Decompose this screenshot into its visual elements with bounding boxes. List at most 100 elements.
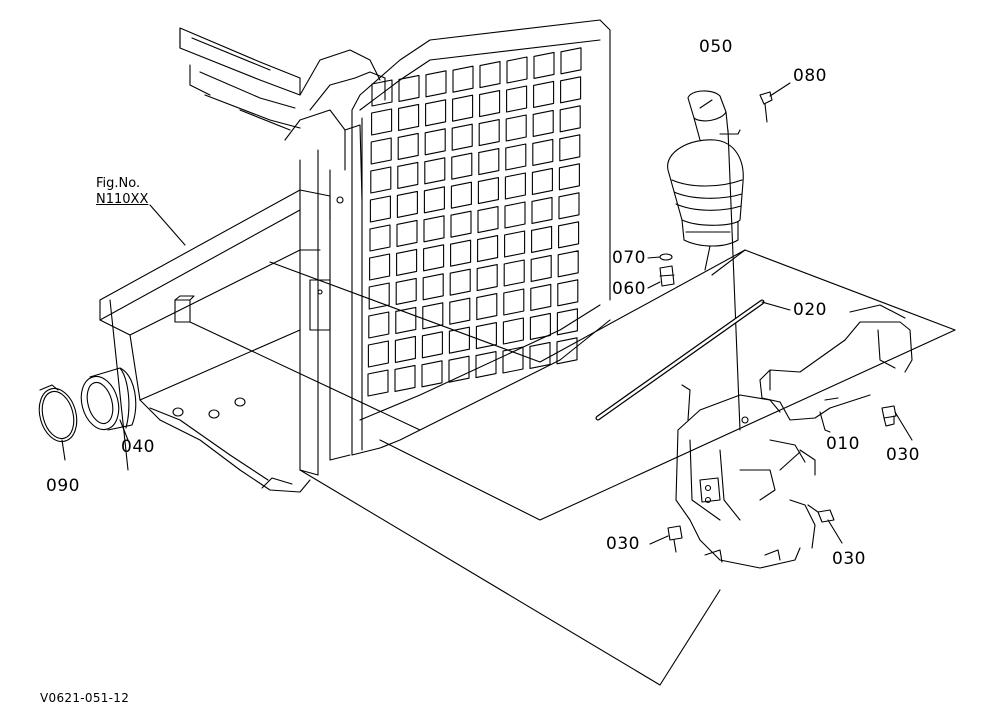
figure-ref-leader: [149, 204, 186, 246]
part-label-020: 020: [793, 300, 827, 320]
grille-opening: [395, 306, 417, 334]
grille-opening: [396, 248, 418, 276]
bolt-030-bottom-right: [807, 504, 843, 544]
grille-opening: [449, 268, 471, 296]
grille-opening: [506, 85, 528, 113]
grille-opening: [529, 312, 551, 340]
grille-opening: [531, 167, 553, 195]
part-label-050: 050: [699, 37, 733, 57]
grille-opening: [422, 273, 444, 301]
grille-opening: [478, 148, 500, 176]
grille-opening: [369, 253, 391, 281]
grille-opening: [476, 264, 498, 292]
grille-opening: [532, 109, 554, 137]
figure-reference: Fig.No. N110XX: [96, 176, 148, 207]
grille-opening: [398, 74, 420, 102]
grille-opening: [558, 192, 580, 220]
grille-opening: [531, 225, 553, 253]
grille-opening: [503, 288, 525, 316]
part-label-030-right: 030: [886, 445, 920, 465]
grille-opening: [533, 80, 555, 108]
grille-opening: [560, 47, 582, 75]
grille-opening: [448, 355, 470, 383]
grille-opening: [531, 196, 553, 224]
clamp-090: [38, 384, 78, 461]
cab-screen: [351, 19, 611, 456]
grille-opening: [450, 239, 472, 267]
grille-opening: [423, 186, 445, 214]
grille-opening: [475, 322, 497, 350]
grille-opening: [369, 224, 391, 252]
grille-opening: [450, 210, 472, 238]
grille-opening: [558, 221, 580, 249]
grille-opening: [475, 351, 497, 379]
grille-opening: [530, 254, 552, 282]
grille-opening: [367, 340, 389, 368]
grille-opening: [560, 76, 582, 104]
grille-opening: [477, 177, 499, 205]
bolt-030-right: [881, 405, 913, 441]
grille-opening: [451, 152, 473, 180]
grille-opening: [371, 108, 393, 136]
joystick-050: [667, 90, 744, 247]
grille-opening: [449, 297, 471, 325]
reference-lines: [109, 129, 956, 686]
bolt-030-bottom-left: [649, 525, 683, 553]
grille-opening: [504, 230, 526, 258]
bracket-010: [759, 304, 913, 476]
part-label-030-bottom-right: 030: [832, 549, 866, 569]
grille-opening: [369, 195, 391, 223]
grille-opening: [368, 311, 390, 339]
pillar: [284, 49, 386, 476]
part-label-070: 070: [612, 248, 646, 268]
grille-opening: [479, 61, 501, 89]
grille-opening: [368, 282, 390, 310]
frame-rails: [179, 27, 301, 131]
grille-opening: [424, 128, 446, 156]
grille-opening: [395, 277, 417, 305]
grille-opening: [478, 119, 500, 147]
grille-opening: [503, 259, 525, 287]
part-label-090: 090: [46, 476, 80, 496]
grille-opening: [450, 181, 472, 209]
grille-opening: [371, 79, 393, 107]
grille-opening: [396, 219, 418, 247]
grille-opening: [397, 161, 419, 189]
grille-opening: [424, 157, 446, 185]
grille-opening: [479, 90, 501, 118]
grille-opening: [559, 134, 581, 162]
grille-opening: [477, 206, 499, 234]
grille-opening: [556, 308, 578, 336]
oring-070: [647, 253, 673, 261]
grille-opening: [556, 337, 578, 365]
grille-opening: [477, 235, 499, 263]
grille-opening: [425, 99, 447, 127]
mounting-bracket: [675, 384, 816, 569]
grille-opening: [504, 201, 526, 229]
grille-opening: [421, 331, 443, 359]
grille-opening: [394, 364, 416, 392]
grille-opening: [502, 346, 524, 374]
grille-opening: [448, 326, 470, 354]
figure-ref-code: N110XX: [96, 191, 149, 207]
grille-opening: [394, 335, 416, 363]
grille-opening: [370, 166, 392, 194]
grille-opening: [423, 244, 445, 272]
grille-opening: [370, 137, 392, 165]
grille-opening: [476, 293, 498, 321]
grille-opening: [505, 143, 527, 171]
part-label-010: 010: [826, 434, 860, 454]
grille-opening: [533, 51, 555, 79]
grille-opening: [557, 279, 579, 307]
rod-020: [595, 299, 791, 421]
hose-040: [80, 367, 137, 441]
grille-opening: [396, 190, 418, 218]
drawing-code: V0621-051-12: [40, 691, 130, 705]
grille-opening: [502, 317, 524, 345]
grille-opening: [452, 94, 474, 122]
part-label-060: 060: [612, 279, 646, 299]
grille-opening: [530, 283, 552, 311]
grille-opening: [423, 215, 445, 243]
grille-opening: [558, 163, 580, 191]
